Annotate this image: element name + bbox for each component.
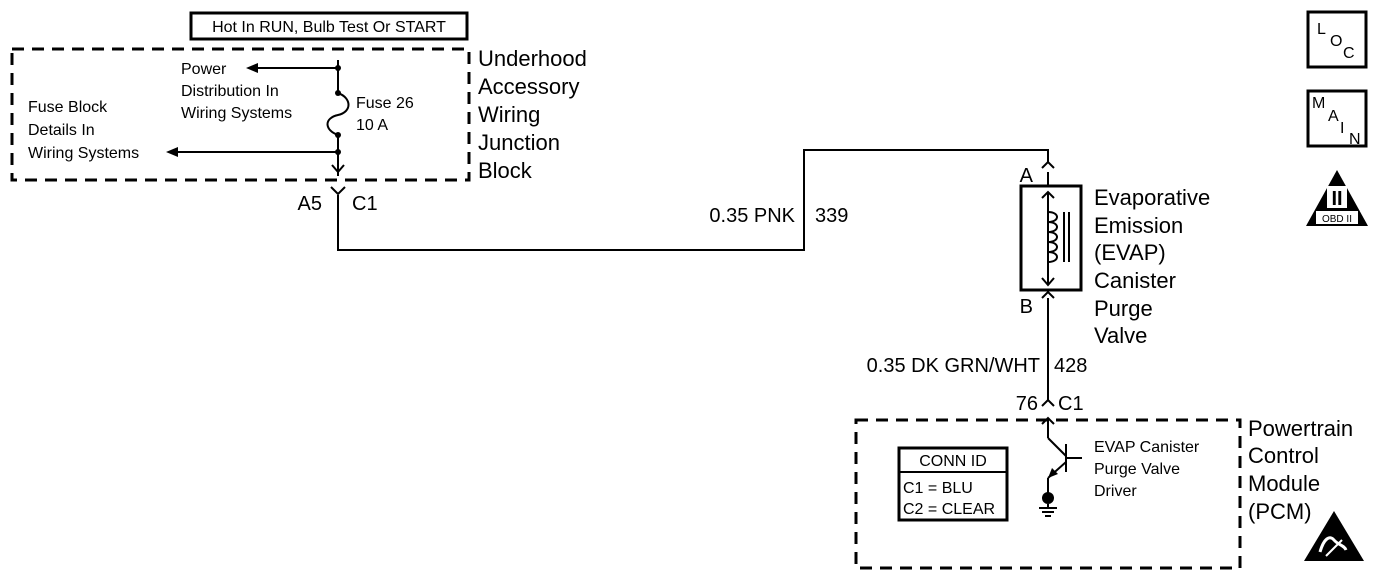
svg-text:Emission: Emission bbox=[1094, 213, 1183, 238]
main-icon[interactable]: M A I N bbox=[1306, 89, 1368, 148]
svg-text:Distribution In: Distribution In bbox=[181, 83, 279, 100]
svg-text:A5: A5 bbox=[298, 193, 322, 215]
svg-text:Valve: Valve bbox=[1094, 323, 1147, 348]
driver-label: EVAP Canister Purge Valve Driver bbox=[1094, 439, 1200, 500]
svg-text:Evaporative: Evaporative bbox=[1094, 185, 1210, 210]
evap-valve-name: Evaporative Emission (EVAP) Canister Pur… bbox=[1094, 185, 1210, 348]
svg-text:C: C bbox=[1343, 45, 1355, 62]
svg-text:(EVAP): (EVAP) bbox=[1094, 240, 1166, 265]
svg-text:Wiring Systems: Wiring Systems bbox=[181, 105, 292, 122]
obd-triangle-icon[interactable]: II OBD II bbox=[1306, 170, 1368, 226]
svg-text:Block: Block bbox=[478, 158, 533, 183]
conn-id-title: CONN ID bbox=[919, 453, 987, 470]
svg-text:Fuse 26: Fuse 26 bbox=[356, 95, 414, 112]
junction-block-name: Underhood Accessory Wiring Junction Bloc… bbox=[478, 46, 587, 183]
wire-428-circuit: 428 bbox=[1054, 355, 1087, 377]
svg-text:Purge: Purge bbox=[1094, 296, 1153, 321]
svg-text:Junction: Junction bbox=[478, 130, 560, 155]
conn-id-row-2: C2 = CLEAR bbox=[903, 501, 995, 518]
svg-text:I: I bbox=[1340, 120, 1344, 137]
svg-text:A: A bbox=[1328, 108, 1339, 125]
wire-339: 0.35 PNK 339 bbox=[337, 149, 1055, 251]
valve-terminal-b: B bbox=[1020, 296, 1033, 318]
svg-text:Accessory: Accessory bbox=[478, 74, 579, 99]
conn-id-table: CONN ID C1 = BLU C2 = CLEAR bbox=[897, 446, 1009, 522]
svg-text:L: L bbox=[1317, 21, 1326, 38]
svg-text:Underhood: Underhood bbox=[478, 46, 587, 71]
svg-text:C1: C1 bbox=[352, 193, 378, 215]
conn-id-row-1: C1 = BLU bbox=[903, 480, 973, 497]
svg-text:Module: Module bbox=[1248, 471, 1320, 496]
power-distribution-arrow bbox=[246, 63, 337, 73]
svg-text:10 A: 10 A bbox=[356, 117, 388, 134]
transistor-icon bbox=[1041, 416, 1082, 494]
valve-terminal-a: A bbox=[1020, 165, 1034, 187]
hot-label-box: Hot In RUN, Bulb Test Or START bbox=[189, 11, 469, 41]
obd-symbol: II bbox=[1331, 188, 1342, 210]
svg-text:(PCM): (PCM) bbox=[1248, 499, 1312, 524]
svg-text:Powertrain: Powertrain bbox=[1248, 416, 1353, 441]
wire-339-size-color: 0.35 PNK bbox=[709, 205, 795, 227]
svg-text:Wiring Systems: Wiring Systems bbox=[28, 145, 139, 162]
pcm-connector-pin: 76 bbox=[1016, 393, 1038, 415]
pcm-connector-id: C1 bbox=[1058, 393, 1084, 415]
svg-text:Driver: Driver bbox=[1094, 483, 1137, 500]
connector-a5: A5 C1 bbox=[298, 186, 378, 215]
svg-text:Fuse Block: Fuse Block bbox=[28, 99, 108, 116]
loc-icon[interactable]: L O C bbox=[1306, 10, 1368, 69]
wire-428: 0.35 DK GRN/WHT 428 76 C1 bbox=[867, 298, 1087, 415]
wire-428-size-color: 0.35 DK GRN/WHT bbox=[867, 355, 1040, 377]
svg-text:Power: Power bbox=[181, 61, 227, 78]
svg-text:M: M bbox=[1312, 95, 1325, 112]
junction-block-outline bbox=[10, 47, 471, 182]
fuse-label: Fuse 26 10 A bbox=[356, 95, 414, 134]
power-distribution-reference: Power Distribution In Wiring Systems bbox=[181, 61, 292, 122]
obd-label: OBD II bbox=[1322, 214, 1352, 225]
svg-text:EVAP Canister: EVAP Canister bbox=[1094, 439, 1200, 456]
pcm-name: Powertrain Control Module (PCM) bbox=[1248, 416, 1353, 524]
fuse-block-arrow bbox=[166, 147, 337, 157]
svg-text:Wiring: Wiring bbox=[478, 102, 540, 127]
svg-text:O: O bbox=[1330, 33, 1342, 50]
svg-text:Canister: Canister bbox=[1094, 268, 1176, 293]
fuse-block-reference: Fuse Block Details In Wiring Systems bbox=[28, 99, 139, 162]
svg-text:N: N bbox=[1349, 131, 1361, 148]
ground-icon bbox=[1039, 492, 1057, 517]
fuse-icon bbox=[326, 60, 350, 176]
svg-text:Purge Valve: Purge Valve bbox=[1094, 461, 1180, 478]
esd-warning-icon bbox=[1304, 511, 1364, 561]
evap-valve: A B bbox=[1019, 165, 1083, 318]
svg-text:Control: Control bbox=[1248, 443, 1319, 468]
svg-text:Details In: Details In bbox=[28, 122, 95, 139]
hot-label: Hot In RUN, Bulb Test Or START bbox=[212, 19, 446, 36]
wire-339-circuit: 339 bbox=[815, 205, 848, 227]
